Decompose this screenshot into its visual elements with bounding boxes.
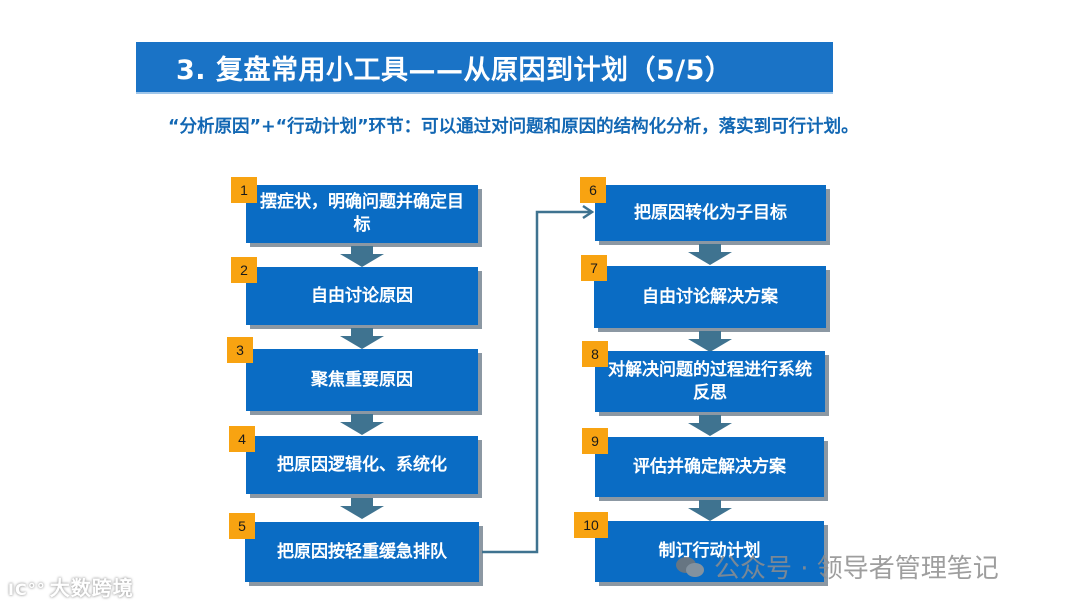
step-box-2: 自由讨论原因 [246, 267, 478, 325]
step-badge-3: 3 [227, 337, 253, 363]
step-label: 把原因逻辑化、系统化 [277, 454, 447, 475]
step-box-1: 摆症状，明确问题并确定目标 [246, 185, 478, 243]
step-label: 自由讨论原因 [311, 285, 413, 306]
step-badge-9: 9 [582, 428, 608, 454]
step-badge-7: 7 [581, 255, 607, 281]
step-box-3: 聚焦重要原因 [246, 349, 478, 411]
page-title: 3. 复盘常用小工具——从原因到计划（5/5） [176, 54, 733, 86]
step-label: 把原因转化为子目标 [634, 202, 787, 223]
step-box-5: 把原因按轻重缓急排队 [245, 522, 479, 582]
step-label: 评估并确定解决方案 [633, 456, 786, 477]
step-badge-1: 1 [231, 177, 257, 203]
step-badge-5: 5 [229, 513, 255, 539]
step-badge-4: 4 [229, 426, 255, 452]
step-badge-6: 6 [580, 177, 606, 203]
step-badge-2: 2 [231, 257, 257, 283]
step-box-4: 把原因逻辑化、系统化 [246, 436, 478, 494]
step-label: 摆症状，明确问题并确定目标 [260, 192, 464, 235]
step-label: 自由讨论解决方案 [642, 286, 778, 307]
ic100-logo-icon: IC°° [8, 580, 46, 599]
step-label: 聚焦重要原因 [311, 369, 413, 390]
step-box-10: 制订行动计划 [595, 521, 824, 582]
watermark-left: IC°°大数跨境 [8, 576, 134, 600]
wechat-icon [676, 555, 706, 579]
step-box-8: 对解决问题的过程进行系统反思 [595, 351, 825, 412]
step-label: 对解决问题的过程进行系统反思 [608, 359, 812, 403]
step-badge-10: 10 [574, 512, 608, 538]
step-label: 制订行动计划 [658, 541, 761, 561]
watermark-right: 公众号 · 领导者管理笔记 [676, 548, 999, 585]
title-bar: 3. 复盘常用小工具——从原因到计划（5/5） [136, 42, 833, 92]
step-label: 把原因按轻重缓急排队 [277, 541, 447, 562]
step-box-6: 把原因转化为子目标 [595, 185, 826, 241]
step-box-9: 评估并确定解决方案 [595, 437, 824, 497]
step-box-7: 自由讨论解决方案 [594, 266, 826, 328]
subtitle: “分析原因”+“行动计划”环节：可以通过对问题和原因的结构化分析，落实到可行计划… [168, 117, 859, 137]
step-badge-8: 8 [582, 341, 608, 367]
